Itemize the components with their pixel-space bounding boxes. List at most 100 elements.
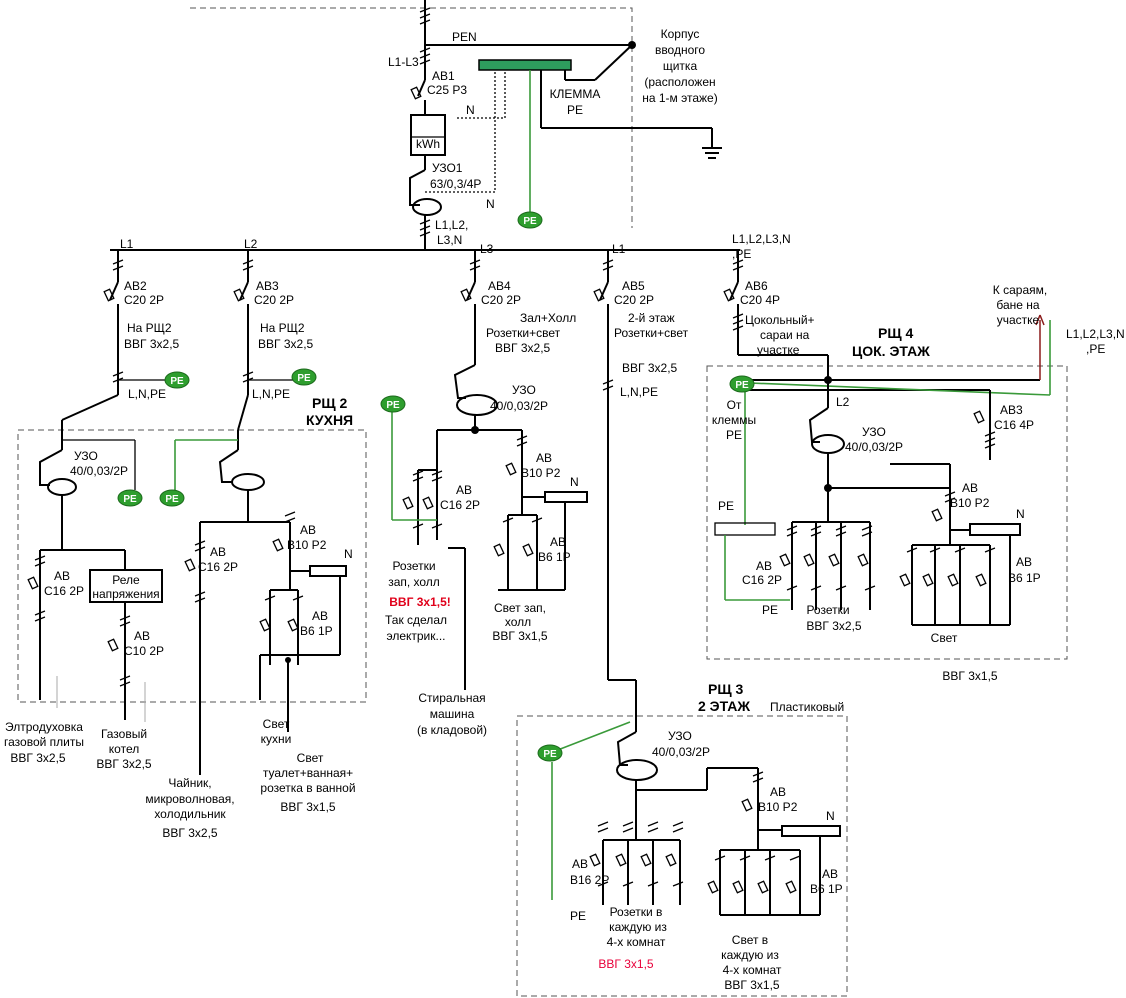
rsch4-title-1: РЩ 4 (878, 325, 913, 341)
ab5-label-6: L,N,PE (620, 385, 658, 399)
rsch4-pe: PE (718, 499, 734, 513)
ab6-label-1: АВ6 (745, 279, 768, 293)
n-label-1: N (466, 103, 475, 117)
rsch3-plastic: Пластиковый (770, 700, 844, 714)
rsch4-ab3-2: C16 4P (994, 418, 1034, 432)
oven-3: ВВГ 3х2,5 (10, 751, 66, 765)
hall-n: N (570, 475, 579, 489)
ab2-lnpe: L,N,PE (128, 387, 166, 401)
rsch4-ab-b10-2: B10 P2 (950, 496, 990, 510)
corpus-label-2: вводного (655, 43, 705, 57)
rsch2-panel-outline (17, 429, 367, 703)
rsch4-ab3-1: АВ3 (1000, 403, 1023, 417)
kettle-3: холодильник (154, 807, 226, 821)
pe-badge-rsch2-a: PE (117, 489, 143, 507)
rsch4-panel-outline (706, 365, 1068, 660)
corpus-label-5: на 1-м этаже) (642, 91, 717, 105)
to-barns-1: К сараям, (993, 283, 1047, 297)
hall-light-2: холл (505, 615, 531, 629)
rsch3-internals (549, 721, 841, 916)
rsch3-uzo-2: 40/0,03/2P (652, 745, 710, 759)
hall-ab-b6-1: АВ (550, 535, 566, 549)
washer-1: Стиральная (418, 691, 485, 705)
rsch3-ab-b16-2: B16 2P (570, 873, 609, 887)
svg-text:PE: PE (123, 494, 137, 505)
to-barns-2: бане на (996, 298, 1040, 312)
to-barns-3: участке (997, 313, 1040, 327)
l1l3-label: L1-L3 (388, 55, 419, 69)
ab4-label-1: АВ4 (488, 279, 511, 293)
kwh-label: kWh (416, 137, 440, 151)
rsch3-light-4: ВВГ 3х1,5 (724, 978, 780, 992)
bus-label-2: L3,N (437, 233, 462, 247)
ab3-label-2: C20 2P (254, 293, 294, 307)
pe-badge-ab3: PE (291, 368, 317, 386)
rsch3-sockets-1: Розетки в (610, 905, 663, 919)
pen-label: PEN (452, 30, 477, 44)
corpus-label-3: щитка (663, 59, 698, 73)
rsch4-l-all-1: L1,L2,L3,N (1066, 327, 1125, 341)
kettle-1: Чайник, (168, 776, 211, 790)
rsch2-ab-c16-2: C16 2P (44, 584, 84, 598)
rsch2-uzo-2: 40/0,03/2P (70, 464, 128, 478)
rsch2-title-2: КУХНЯ (306, 412, 353, 428)
hall-ab-c16-2: C16 2P (440, 498, 480, 512)
rsch3-pe: PE (570, 909, 586, 923)
from-klemma-3: PE (726, 428, 742, 442)
corpus-label-4: (расположен (644, 75, 715, 89)
rsch3-title-2: 2 ЭТАЖ (698, 698, 750, 714)
light-kitchen-2: кухни (261, 732, 292, 746)
ab2-label-1: АВ2 (124, 279, 147, 293)
rsch3-ab-b6-1: АВ (822, 867, 838, 881)
ab6-label-5: участке (757, 343, 800, 357)
rsch4-internals (714, 314, 1051, 626)
rsch4-sockets-2: ВВГ 3х2,5 (806, 619, 862, 633)
rsch2-ab-c16-1: АВ (54, 569, 70, 583)
light-wc-1: Свет (297, 751, 324, 765)
klemma-label-2: PE (567, 103, 583, 117)
rsch3-light-2: каждую из (721, 948, 779, 962)
ab2-label-3: На РЩ2 (127, 321, 172, 335)
ab3-lnpe: L,N,PE (252, 387, 290, 401)
rsch3-title-1: РЩ 3 (708, 681, 743, 697)
hall-ab-c16-1: АВ (456, 483, 472, 497)
phase-label-1: L1 (120, 237, 134, 251)
ab1-label-2: C25 P3 (427, 83, 467, 97)
oven-2: газовой плиты (4, 735, 84, 749)
from-klemma-2: клеммы (712, 413, 756, 427)
svg-text:PE: PE (297, 373, 311, 384)
ab2-label-4: ВВГ 3х2,5 (124, 337, 180, 351)
ab6-label-3: Цокольный+ (745, 313, 815, 327)
hall-ab-b6-2: B6 1P (538, 550, 571, 564)
uzo1-label-1: УЗО1 (432, 161, 463, 175)
rsch2-ab-c10-2: C10 2P (124, 644, 164, 658)
rsch2-ab-c16b-2: C16 2P (198, 560, 238, 574)
svg-text:PE: PE (523, 216, 537, 227)
phase-label-6: ,PE (732, 247, 751, 261)
pe-badge-main: PE (517, 211, 543, 229)
ab3-label-4: ВВГ 3х2,5 (258, 337, 314, 351)
rsch3-ab-b10-2: B10 P2 (758, 800, 798, 814)
svg-text:PE: PE (735, 380, 749, 391)
rsch4-light: Свет (931, 631, 958, 645)
rsch3-sockets-3: 4-х комнат (607, 935, 666, 949)
pe-badge-hall: PE (380, 395, 406, 413)
rsch3-ab-b10-1: АВ (770, 785, 786, 799)
rsch4-ab-c16-2: C16 2P (742, 573, 782, 587)
rsch4-l2: L2 (836, 395, 850, 409)
hall-light-1: Свет зап, (494, 601, 546, 615)
rsch4-n: N (1016, 507, 1025, 521)
svg-text:PE: PE (386, 400, 400, 411)
rsch4-cable: ВВГ 3х1,5 (942, 669, 998, 683)
rsch4-ab-b6-1: АВ (1016, 555, 1032, 569)
main-panel-outline (190, 7, 633, 228)
ab5-label-1: АВ5 (622, 279, 645, 293)
kettle-2: микроволновая, (145, 792, 234, 806)
boiler-1: Газовый (101, 727, 147, 741)
kettle-4: ВВГ 3х2,5 (162, 826, 218, 840)
rsch3-light-1: Свет в (732, 933, 768, 947)
rsch3-sockets-cable: ВВГ 3х1,5 (598, 957, 654, 971)
rsch3-n: N (826, 809, 835, 823)
svg-text:PE: PE (543, 749, 557, 760)
